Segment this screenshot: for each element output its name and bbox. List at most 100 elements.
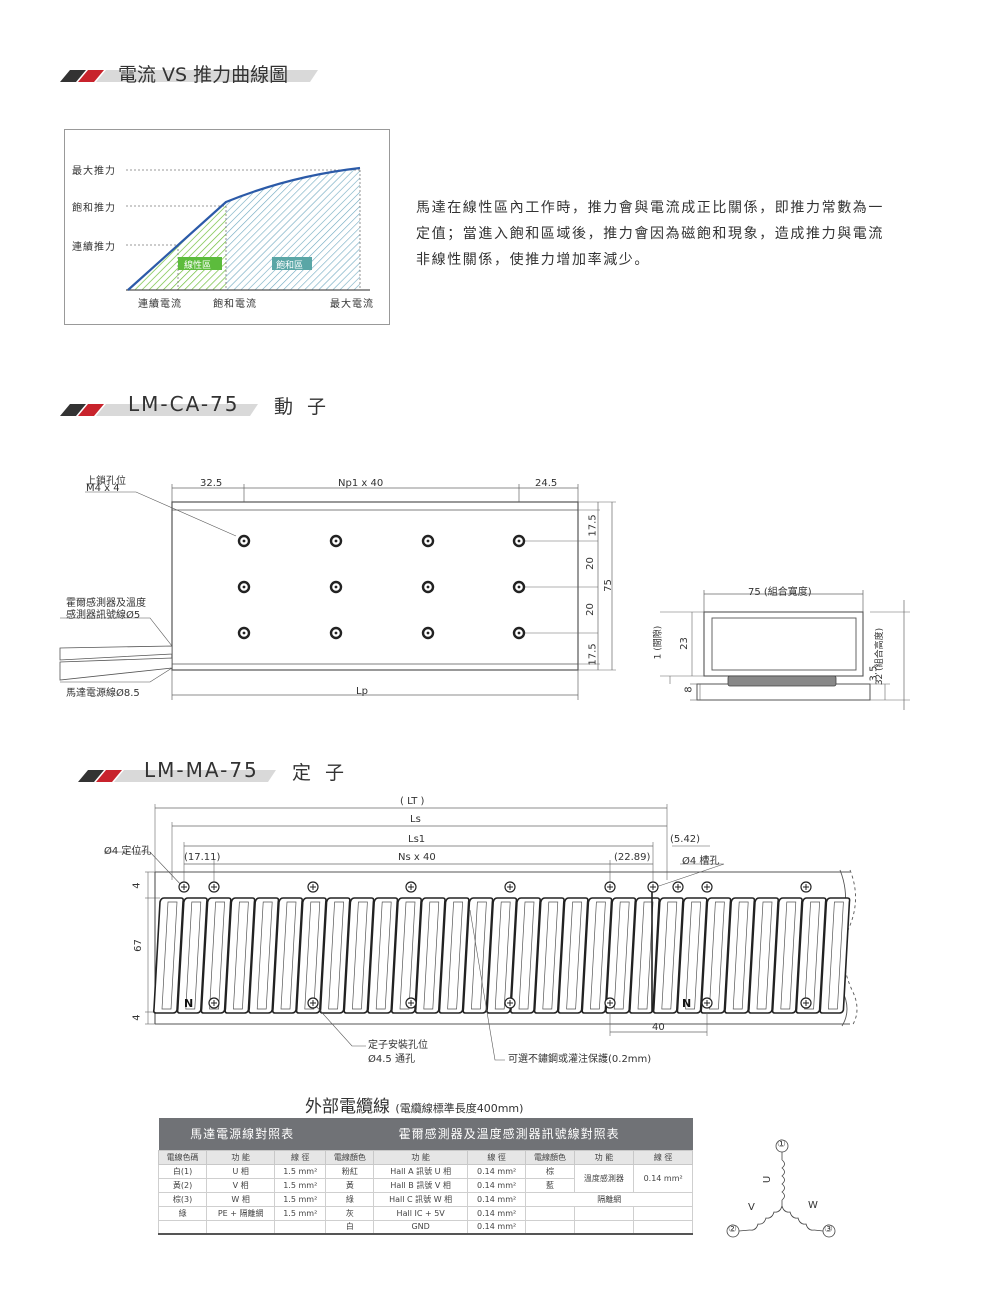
header-gauge: 線 徑 xyxy=(274,1149,327,1165)
wiring-label-u: U xyxy=(762,1175,774,1184)
stator-hole-cross xyxy=(211,1000,217,1006)
stator-hole-cross xyxy=(650,884,656,890)
magnet-inner xyxy=(828,901,844,1010)
section-subtitle-mover: 動 子 xyxy=(274,396,331,418)
cell: 溫度感測器 xyxy=(573,1163,635,1193)
stator-hole-cross xyxy=(507,1000,513,1006)
dim-left: 32.5 xyxy=(200,478,223,489)
option-label: 可選不鏽鋼或灌注保護(0.2mm) xyxy=(508,1054,652,1065)
cell: GND xyxy=(373,1219,468,1235)
magnet-inner xyxy=(542,901,559,1010)
n-mark-left: N xyxy=(184,997,194,1010)
dim-2289: (22.89) xyxy=(614,852,651,863)
magnet-inner xyxy=(352,901,368,1010)
cell: 白 xyxy=(325,1219,375,1235)
stator-hole-cross xyxy=(803,884,809,890)
magnet-inner xyxy=(209,901,225,1010)
side-width-label: 75 (組合寬度) xyxy=(748,587,812,598)
magnet-inner xyxy=(518,901,535,1010)
saturation-region-fill xyxy=(226,168,360,290)
slot-hole-label: Ø4 槽孔 xyxy=(682,856,720,867)
length-label-lp: Lp xyxy=(356,686,368,697)
magnet-inner xyxy=(756,901,773,1010)
hall-table-title: 霍爾感測器及溫度感測器訊號線對照表 xyxy=(325,1118,693,1150)
cell xyxy=(157,1219,208,1235)
magnet-inner xyxy=(590,901,606,1010)
table-row: 綠 PE + 隔離網 1.5 mm² 灰 Hall IC + 5V 0.14 m… xyxy=(157,1205,693,1221)
stator-hole-cross xyxy=(408,884,414,890)
cable-title-note: (電纜線標準長度400mm) xyxy=(395,1102,524,1115)
section-marker xyxy=(60,66,320,86)
magnet-inner xyxy=(709,901,725,1010)
magnet-inner xyxy=(637,901,654,1010)
stator-hole-cross xyxy=(310,1000,316,1006)
y-label-saturation-thrust: 飽和推力 xyxy=(72,203,116,214)
curve-chart-frame xyxy=(64,129,390,325)
wiring-node-3: ③ xyxy=(824,1224,833,1235)
stator-hole-cross xyxy=(803,1000,809,1006)
n-mark-right: N xyxy=(682,997,692,1010)
section-title-stator: LM-MA-75 xyxy=(144,758,259,782)
mount-label-1: 定子安裝孔位 xyxy=(368,1040,428,1051)
magnet-inner xyxy=(613,901,630,1010)
curve-description: 馬達在線性區內工作時，推力會與電流成正比關係，即推力常數為一定值；當進入飽和區域… xyxy=(416,200,884,268)
magnet-inner xyxy=(161,901,178,1010)
hole-label: 上鎖孔位 xyxy=(86,476,126,487)
magnet-inner xyxy=(375,901,392,1010)
section-title-curve: 電流 VS 推力曲線圖 xyxy=(118,64,289,86)
stator-hole-cross xyxy=(675,884,681,890)
locate-hole-label: Ø4 定位孔 xyxy=(104,846,152,857)
stator-hole-cross xyxy=(507,884,513,890)
stator-holes xyxy=(178,881,812,1009)
sensor-cable-label-1: 霍爾感測器及溫度 xyxy=(66,598,146,609)
dim-ls1: Ls1 xyxy=(408,834,426,845)
magnet-inner xyxy=(685,901,701,1010)
header-wire-color: 電線顏色 xyxy=(325,1149,375,1165)
table-row: 黃(2) V 相 1.5 mm² 黃 Hall B 訊號 V 相 0.14 mm… xyxy=(157,1177,693,1193)
header-function: 功 能 xyxy=(206,1149,276,1165)
stator-hole-cross xyxy=(704,884,710,890)
cell xyxy=(573,1219,635,1235)
magnet-inner xyxy=(304,901,321,1010)
wiring-node-2: ② xyxy=(728,1224,737,1235)
wiring-label-v: V xyxy=(748,1202,755,1213)
magnet-inner xyxy=(280,901,297,1010)
linear-region-label: 線性區 xyxy=(184,261,212,271)
header-gauge: 線 徑 xyxy=(466,1149,527,1165)
stator-hole-cross xyxy=(408,1000,414,1006)
cable-title: 外部電纜線 (電纜線標準長度400mm) xyxy=(305,1092,523,1117)
section-subtitle-stator: 定 子 xyxy=(292,762,349,784)
x-label-saturation-current: 飽和電流 xyxy=(213,299,257,310)
cell xyxy=(633,1219,693,1235)
magnet-inner xyxy=(423,901,440,1010)
cell xyxy=(274,1219,327,1235)
magnet-inner xyxy=(780,901,797,1010)
cell xyxy=(525,1219,575,1235)
dim-1711: (17.11) xyxy=(184,852,221,863)
table-row: 棕(3) W 相 1.5 mm² 綠 Hall C 訊號 W 相 0.14 mm… xyxy=(157,1191,693,1207)
dim-right: 24.5 xyxy=(535,478,558,489)
y-label-max-thrust: 最大推力 xyxy=(72,166,116,177)
stator-hole-cross xyxy=(607,1000,613,1006)
section-marker xyxy=(60,400,260,420)
cell: 0.14 mm² xyxy=(633,1163,693,1193)
power-table-title: 馬達電源線對照表 xyxy=(158,1118,326,1150)
curve-line xyxy=(127,166,361,291)
table-row: 白(1) U 相 1.5 mm² 粉紅 Hall A 訊號 U 相 0.14 m… xyxy=(157,1163,693,1193)
magnet-inner xyxy=(233,901,249,1010)
header-function: 功 能 xyxy=(373,1149,468,1165)
saturation-region-label: 飽和區 xyxy=(276,261,304,271)
wiring-label-w: W xyxy=(808,1200,818,1211)
power-cable-label: 馬達電源線Ø8.5 xyxy=(66,688,140,699)
dim-542: (5.42) xyxy=(670,834,701,845)
magnet-inner xyxy=(256,901,273,1010)
stator-hole-cross xyxy=(704,1000,710,1006)
magnet-inner xyxy=(328,901,344,1010)
stator-magnets xyxy=(152,897,851,1014)
wiring-node-1: ① xyxy=(777,1139,786,1150)
x-label-max-current: 最大電流 xyxy=(330,299,374,310)
magnet-inner xyxy=(399,901,416,1010)
